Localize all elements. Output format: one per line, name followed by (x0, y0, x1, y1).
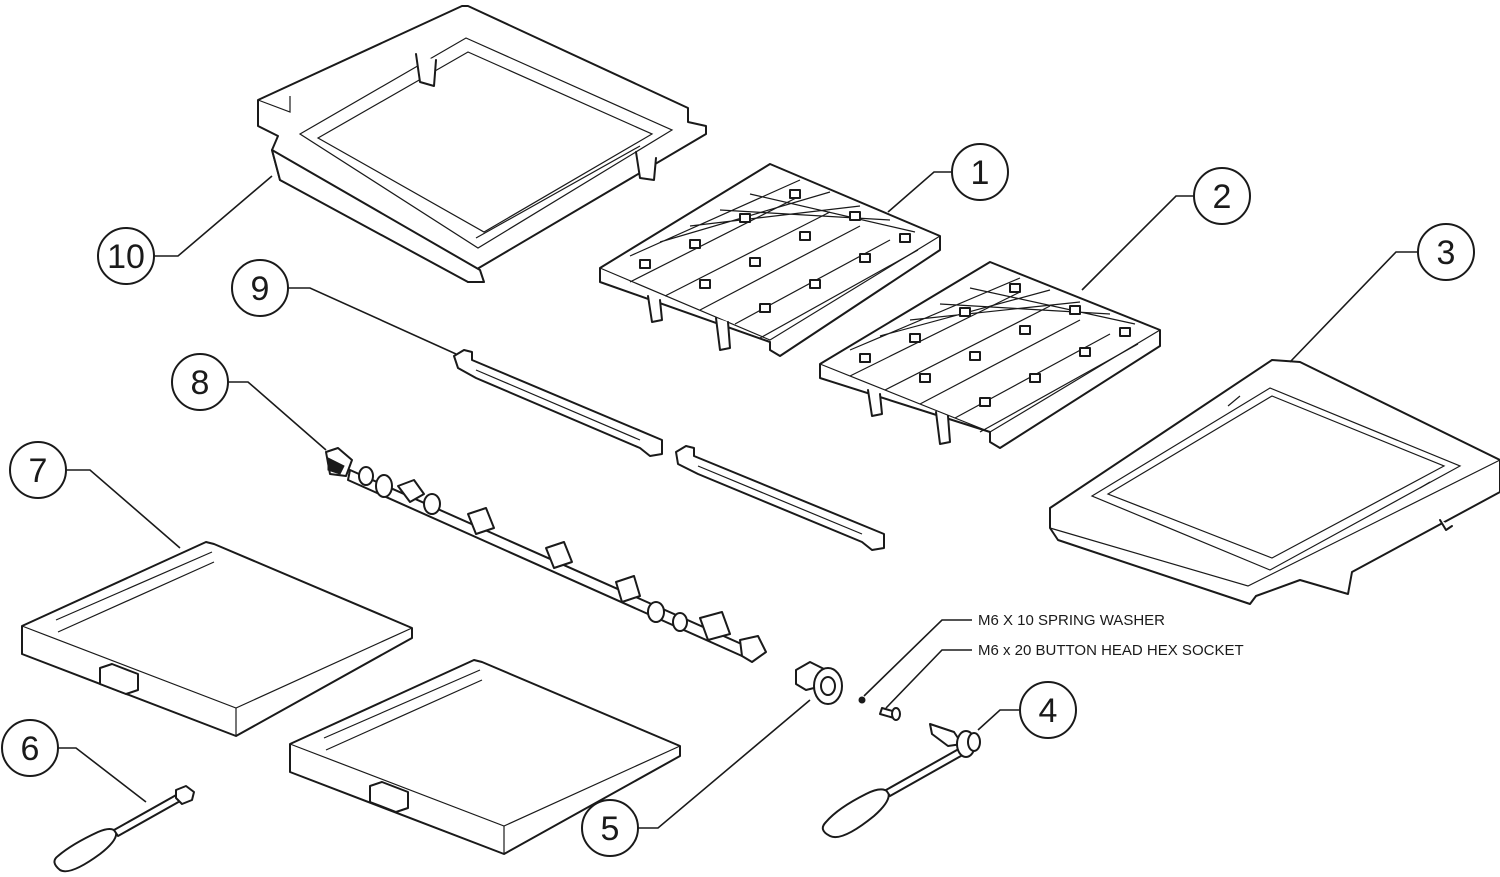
callout-7-label: 7 (29, 452, 48, 490)
part-6-handle (53, 785, 195, 873)
spring-washer (858, 696, 866, 704)
callout-5: 5 (581, 799, 639, 857)
leader-lines (52, 171, 1420, 829)
callout-6-label: 6 (21, 730, 40, 768)
note-button-head-screw: M6 x 20 BUTTON HEAD HEX SOCKET (978, 642, 1244, 659)
part-8-shaft (325, 447, 767, 663)
callout-1-label: 1 (971, 154, 990, 192)
part-10-frame (257, 5, 707, 283)
grid-mat-2-bosses (859, 283, 1131, 407)
button-head-screw (879, 707, 901, 721)
callout-9-label: 9 (251, 270, 270, 308)
part-9-rails (453, 349, 885, 551)
callout-10: 10 (97, 227, 155, 285)
callout-1: 1 (951, 143, 1009, 201)
callout-6: 6 (1, 719, 59, 777)
callout-10-label: 10 (107, 238, 145, 276)
callout-8: 8 (171, 353, 229, 411)
note-spring-washer: M6 X 10 SPRING WASHER (978, 612, 1165, 629)
part-1-grid-mat (599, 163, 941, 357)
callout-5-label: 5 (601, 810, 620, 848)
callout-3-label: 3 (1437, 234, 1456, 272)
callout-4: 4 (1019, 681, 1077, 739)
part-2-grid-mat (819, 261, 1161, 449)
callout-8-label: 8 (191, 364, 210, 402)
part-7-tray-lower (289, 659, 681, 855)
callout-9: 9 (231, 259, 289, 317)
part-7-tray-upper (21, 541, 413, 737)
callout-2: 2 (1193, 167, 1251, 225)
callout-4-label: 4 (1039, 692, 1058, 730)
callout-3: 3 (1417, 223, 1475, 281)
grid-mat-1-bosses (639, 189, 911, 313)
callout-7: 7 (9, 441, 67, 499)
callout-2-label: 2 (1213, 178, 1232, 216)
part-3-frame (1049, 359, 1500, 605)
part-4-crank-handle (821, 723, 981, 838)
part-5-bearing (795, 661, 843, 705)
